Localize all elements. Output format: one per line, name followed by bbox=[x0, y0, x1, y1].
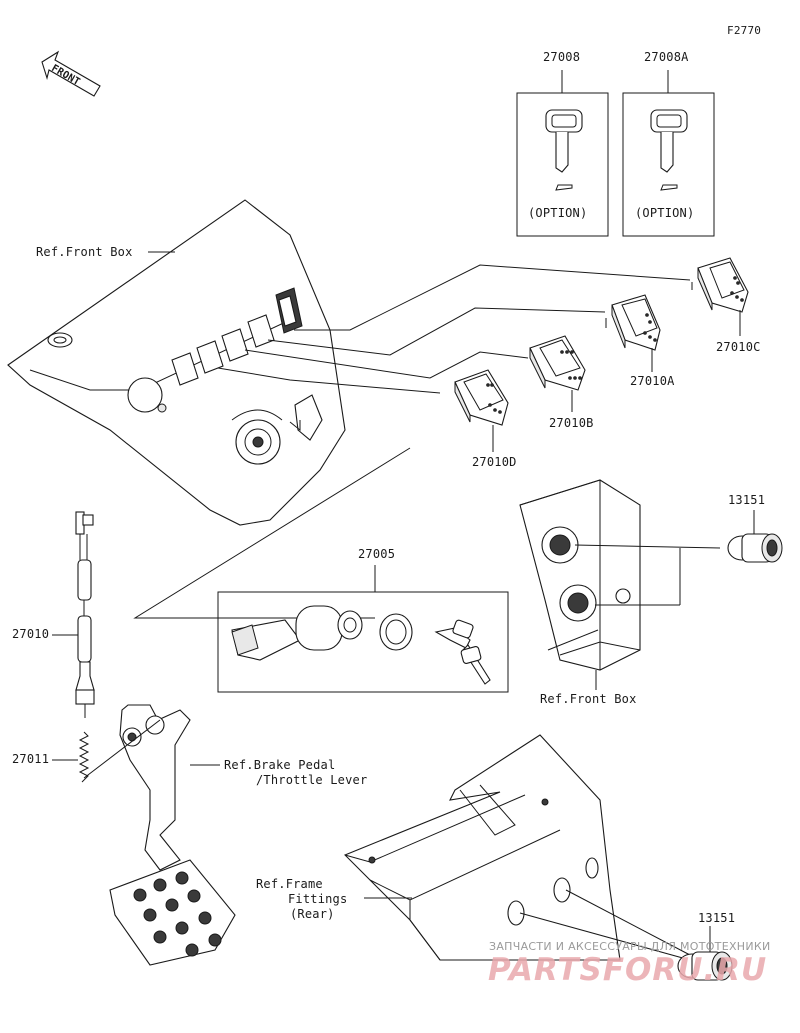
switch-part-number-27010B: 27010B bbox=[549, 416, 594, 430]
switch-27010A bbox=[605, 294, 661, 351]
switch-sensor-part-number: 27010 bbox=[12, 627, 50, 641]
switch-27010C bbox=[691, 257, 749, 313]
watermark-brand: PARTSFORU.RU bbox=[488, 952, 768, 988]
socket-part-number-bottom: 13151 bbox=[698, 911, 736, 925]
ref-front-box-top: Ref.Front Box bbox=[36, 245, 133, 259]
ignition-nut bbox=[379, 613, 413, 651]
front-box-right bbox=[519, 479, 641, 690]
key-option-note-27008A: (OPTION) bbox=[635, 206, 695, 220]
key-part-number-27008: 27008 bbox=[543, 50, 581, 64]
ignition-kit-part-number: 27005 bbox=[358, 547, 396, 561]
brake-pedal bbox=[109, 704, 236, 966]
key-option-note-27008: (OPTION) bbox=[528, 206, 588, 220]
frame-fittings bbox=[344, 734, 621, 961]
socket-13151-top bbox=[727, 510, 783, 563]
key-part-number-27008A: 27008A bbox=[644, 50, 689, 64]
spring-part-number: 27011 bbox=[12, 752, 50, 766]
ref-brake-pedal: Ref.Brake Pedal bbox=[224, 758, 336, 772]
ref-throttle-lever: /Throttle Lever bbox=[256, 773, 368, 787]
front-arrow-icon bbox=[41, 50, 101, 97]
switch-27010B bbox=[529, 335, 586, 391]
socket-part-number-top: 13151 bbox=[728, 493, 766, 507]
socket-13151-bottom bbox=[677, 926, 733, 981]
switch-sensor-27010 bbox=[52, 511, 95, 718]
front-box-panel bbox=[7, 199, 346, 526]
switch-27010D bbox=[454, 369, 509, 426]
ref-frame: Ref.Frame bbox=[256, 877, 323, 891]
leader-lines bbox=[133, 251, 741, 619]
key-box-27008A bbox=[622, 92, 715, 237]
ref-front-box-right: Ref.Front Box bbox=[540, 692, 637, 706]
pedal-holes bbox=[133, 871, 222, 957]
spring-27011 bbox=[52, 731, 90, 783]
switch-part-number-27010D: 27010D bbox=[472, 455, 517, 469]
ignition-switch bbox=[231, 605, 363, 661]
ignition-kit-box bbox=[217, 591, 509, 693]
key-box-27008 bbox=[516, 92, 609, 237]
switch-part-number-27010C: 27010C bbox=[716, 340, 761, 354]
panel-switch-slots bbox=[171, 287, 303, 386]
ref-frame-fittings: Fittings bbox=[288, 892, 348, 906]
switch-part-number-27010A: 27010A bbox=[630, 374, 675, 388]
ref-frame-rear: (Rear) bbox=[290, 907, 335, 921]
ignition-keys bbox=[434, 619, 491, 685]
figure-code: F2770 bbox=[727, 24, 762, 37]
watermark-caption: ЗАПЧАСТИ И АКСЕССУАРЫ ДЛЯ МОТОТЕХНИКИ bbox=[489, 940, 771, 953]
